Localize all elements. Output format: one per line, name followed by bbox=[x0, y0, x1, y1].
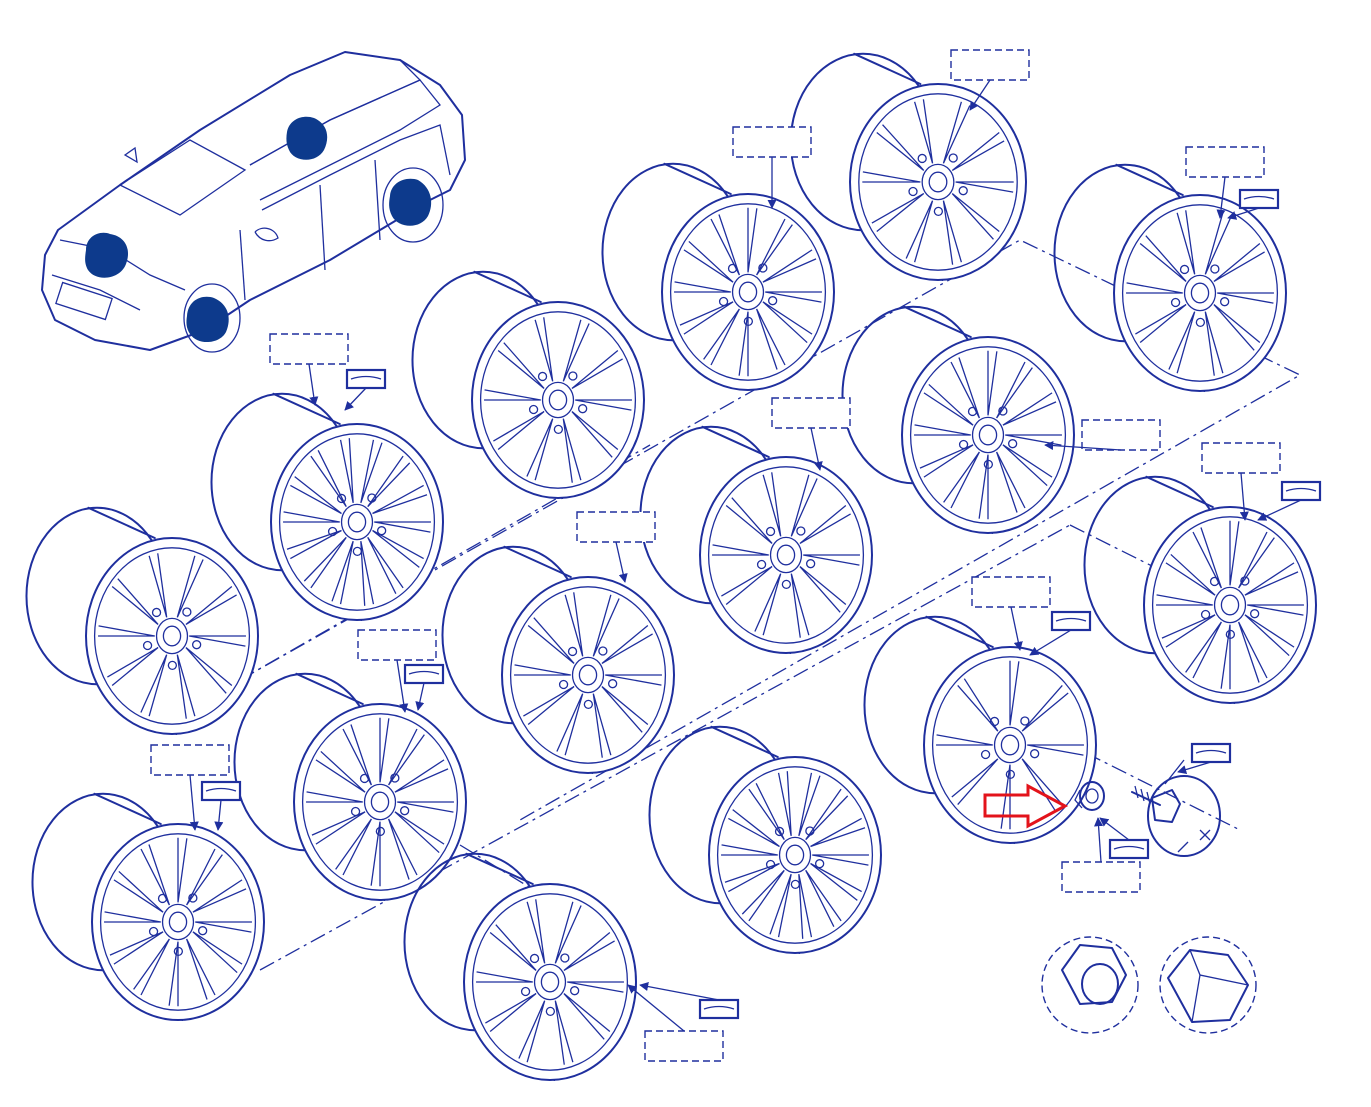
wheel-variant-13 bbox=[648, 725, 882, 954]
marker-rear-right bbox=[389, 178, 432, 226]
reference-box-10 bbox=[357, 629, 437, 713]
reference-box-7 bbox=[1201, 442, 1281, 521]
wheel-variant-8 bbox=[1083, 475, 1317, 704]
reference-box-6 bbox=[1044, 419, 1161, 451]
highlight-arrow bbox=[983, 783, 1069, 829]
wheel-position-markers bbox=[85, 116, 432, 343]
car-illustration bbox=[41, 51, 466, 353]
wheel-variant-3 bbox=[1053, 163, 1287, 392]
reference-box-4 bbox=[269, 333, 349, 406]
reference-box-13 bbox=[627, 984, 724, 1062]
reference-box-1 bbox=[950, 49, 1030, 111]
marker-rear-left bbox=[286, 116, 328, 160]
wheel-variant-2 bbox=[601, 162, 835, 391]
reference-tag-2 bbox=[344, 368, 387, 411]
reference-box-8 bbox=[576, 511, 656, 583]
reference-box-3 bbox=[1185, 146, 1265, 219]
wheel-variant-9 bbox=[25, 506, 259, 735]
reference-tag-9 bbox=[639, 982, 740, 1020]
wheel-nut bbox=[1074, 781, 1105, 811]
reference-box-12 bbox=[1061, 817, 1141, 893]
reference-callouts bbox=[150, 49, 1322, 1062]
wheel-variant-11 bbox=[863, 615, 1097, 844]
wheel-variant-12 bbox=[233, 672, 467, 901]
reference-tag-5 bbox=[403, 663, 445, 711]
wheel-variant-14 bbox=[31, 792, 265, 1021]
reference-tag-8 bbox=[1099, 817, 1150, 860]
reference-box-2 bbox=[732, 126, 812, 209]
marker-front-left bbox=[85, 232, 129, 278]
reference-tag-4 bbox=[1029, 610, 1092, 656]
wheel-variant-10 bbox=[441, 545, 675, 774]
marker-front-right bbox=[186, 296, 229, 343]
wheel-variant-6 bbox=[210, 392, 444, 621]
wheel-variant-4 bbox=[411, 270, 645, 499]
fastener-detail bbox=[983, 759, 1257, 1034]
reference-tag-3 bbox=[1257, 480, 1322, 521]
reference-tag-1 bbox=[1227, 188, 1280, 220]
wheel-variant-7 bbox=[639, 425, 873, 654]
reference-tag-7 bbox=[1177, 742, 1232, 774]
reference-box-11 bbox=[150, 744, 230, 831]
reference-box-9 bbox=[971, 576, 1051, 651]
reference-tag-6 bbox=[200, 780, 242, 831]
reference-box-5 bbox=[771, 397, 851, 471]
wheel-bolt bbox=[1131, 759, 1221, 857]
wheel-variants bbox=[25, 52, 1317, 1081]
wheel-variant-1 bbox=[789, 52, 1027, 281]
hub-cap-hexagon bbox=[1041, 936, 1139, 1034]
wheel-variant-15 bbox=[403, 852, 637, 1081]
hub-cap-dome bbox=[1159, 936, 1257, 1034]
wheel-variant-5 bbox=[841, 305, 1075, 534]
